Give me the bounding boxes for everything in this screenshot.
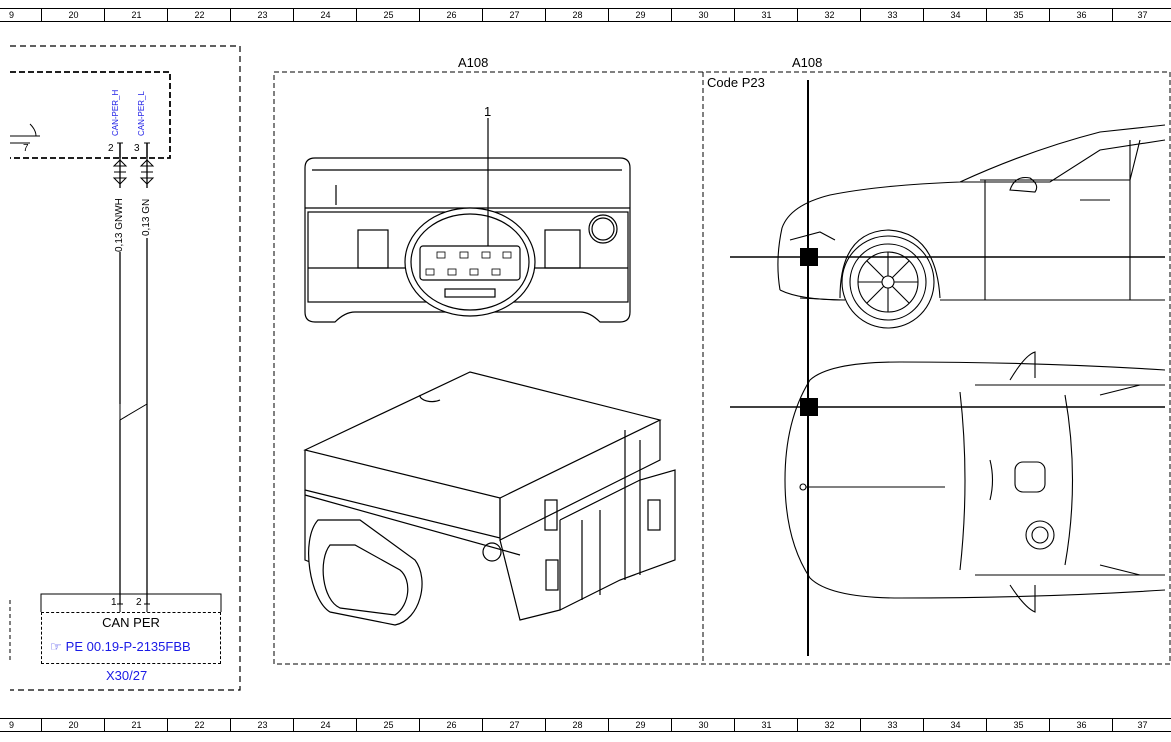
ruler-column-number: 30 bbox=[671, 9, 735, 21]
pin-number: 7 bbox=[23, 143, 29, 154]
sensor-iso-view bbox=[303, 371, 676, 626]
ruler-column-number: 31 bbox=[734, 719, 798, 731]
component-label-a108: A108 bbox=[458, 55, 489, 70]
ruler-column-number: 31 bbox=[734, 9, 798, 21]
ruler-column-number: 20 bbox=[41, 9, 105, 21]
ruler-frame bbox=[0, 718, 1171, 732]
ruler-column-number: 20 bbox=[41, 719, 105, 731]
ruler-column-number: 36 bbox=[1049, 719, 1113, 731]
can-per-label: CAN PER bbox=[102, 615, 160, 630]
ruler-column-number: 34 bbox=[923, 719, 987, 731]
ruler-column-number: 26 bbox=[419, 9, 483, 21]
ruler-column-number: 24 bbox=[293, 719, 357, 731]
ruler-column-number: 33 bbox=[860, 719, 924, 731]
sensor-location-marker bbox=[800, 398, 818, 416]
ruler-column-number: 37 bbox=[1112, 719, 1171, 731]
ruler-column-number: 28 bbox=[545, 9, 609, 21]
pe-reference-link[interactable]: ☞PE 00.19-P-2135FBB bbox=[50, 639, 191, 655]
ruler-column-number: 32 bbox=[797, 719, 861, 731]
ruler-column-number: 9 bbox=[9, 720, 15, 730]
wire-label: 0,13 GN bbox=[141, 198, 152, 236]
pointing-hand-icon: ☞ bbox=[50, 639, 62, 654]
ruler-column-number: 32 bbox=[797, 9, 861, 21]
ruler-column-number: 23 bbox=[230, 719, 294, 731]
ruler-column-number: 24 bbox=[293, 9, 357, 21]
code-label: Code P23 bbox=[707, 75, 765, 90]
pin-number: 2 bbox=[136, 597, 142, 608]
module-frame bbox=[10, 45, 241, 691]
wire-label: 0,13 GNWH bbox=[114, 198, 125, 252]
signal-label-can-per-l: CAN-PER_L bbox=[137, 91, 146, 136]
ruler-column-number: 29 bbox=[608, 719, 672, 731]
ruler-column-number: 30 bbox=[671, 719, 735, 731]
car-side-view bbox=[777, 124, 1166, 329]
connector-id-link[interactable]: X30/27 bbox=[106, 668, 148, 683]
car-top-view bbox=[784, 351, 1166, 613]
ruler-column-number: 21 bbox=[104, 719, 168, 731]
ruler-column-number: 37 bbox=[1112, 9, 1171, 21]
ruler-column-number: 35 bbox=[986, 9, 1050, 21]
ruler-column-number: 25 bbox=[356, 719, 420, 731]
pe-reference-text: PE 00.19-P-2135FBB bbox=[65, 639, 191, 654]
pin-number: 3 bbox=[134, 143, 140, 154]
ruler-column-number: 33 bbox=[860, 9, 924, 21]
ruler-column-number: 34 bbox=[923, 9, 987, 21]
connector-frame bbox=[10, 71, 171, 159]
signal-label-can-per-h: CAN-PER_H bbox=[111, 89, 120, 136]
can-per-connector-box: CAN PER ☞PE 00.19-P-2135FBB bbox=[41, 612, 221, 664]
ruler-column-number: 22 bbox=[167, 719, 231, 731]
ruler-column-number: 27 bbox=[482, 719, 546, 731]
ruler-column-number: 25 bbox=[356, 9, 420, 21]
ruler-column-number: 26 bbox=[419, 719, 483, 731]
component-label-a108: A108 bbox=[792, 55, 823, 70]
sensor-location-marker bbox=[800, 248, 818, 266]
ruler-column-number: 9 bbox=[9, 10, 15, 20]
ruler-column-number: 21 bbox=[104, 9, 168, 21]
sensor-front-view bbox=[304, 118, 631, 323]
ruler-column-number: 28 bbox=[545, 719, 609, 731]
ruler-column-number: 23 bbox=[230, 9, 294, 21]
ruler-column-number: 22 bbox=[167, 9, 231, 21]
ruler-column-number: 29 bbox=[608, 9, 672, 21]
ruler-column-number: 36 bbox=[1049, 9, 1113, 21]
callout-number: 1 bbox=[484, 104, 492, 119]
ruler-frame bbox=[0, 8, 1171, 22]
pin-number: 1 bbox=[111, 597, 117, 608]
ruler-column-number: 27 bbox=[482, 9, 546, 21]
ruler-column-number: 35 bbox=[986, 719, 1050, 731]
component-frame bbox=[273, 71, 1171, 665]
pin-number: 2 bbox=[108, 143, 114, 154]
